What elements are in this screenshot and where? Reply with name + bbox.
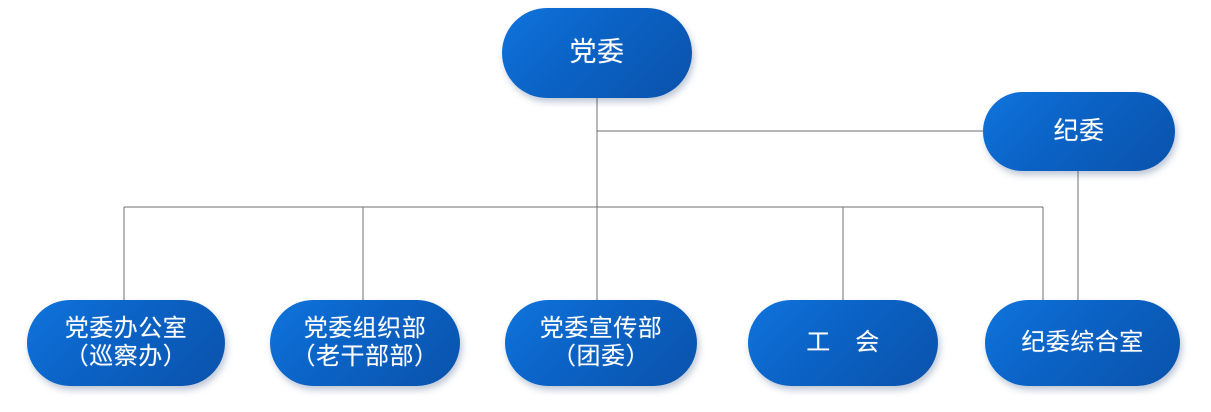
- node-labor-union[interactable]: 工 会: [748, 300, 938, 386]
- node-discipline-committee-label: 纪委: [1053, 117, 1105, 145]
- node-discipline-committee[interactable]: 纪委: [983, 92, 1175, 171]
- node-party-organization-department-label: 党委组织部 （老干部部）: [291, 315, 439, 370]
- node-party-propaganda-department-label: 党委宣传部 （团委）: [539, 315, 663, 370]
- node-party-propaganda-department[interactable]: 党委宣传部 （团委）: [505, 300, 697, 386]
- node-discipline-general-office-label: 纪委综合室: [1021, 329, 1144, 356]
- node-party-committee[interactable]: 党委: [502, 8, 692, 98]
- node-party-committee-office[interactable]: 党委办公室 （巡察办）: [27, 300, 225, 386]
- node-party-organization-department[interactable]: 党委组织部 （老干部部）: [270, 300, 460, 386]
- node-labor-union-label: 工 会: [806, 329, 880, 356]
- node-discipline-general-office[interactable]: 纪委综合室: [985, 300, 1180, 386]
- node-party-committee-label: 党委: [569, 37, 625, 68]
- node-party-committee-office-label: 党委办公室 （巡察办）: [64, 315, 188, 370]
